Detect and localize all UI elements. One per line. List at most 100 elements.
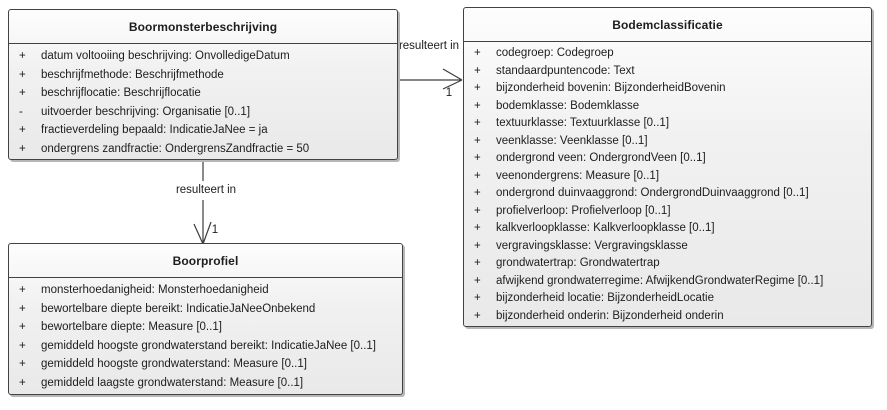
visibility-marker: + (474, 257, 481, 269)
attribute-text: ondergrond duinvaaggrond: OndergrondDuin… (496, 187, 809, 199)
attribute-text: beschrijfmethode: Beschrijfmethode (41, 68, 224, 81)
attribute-text: bijzonderheid bovenin: BijzonderheidBove… (496, 82, 726, 94)
attribute-row[interactable]: + bewortelbare diepte bereikt: Indicatie… (9, 300, 402, 319)
attribute-text: bodemklasse: Bodemklasse (496, 99, 640, 112)
visibility-marker: + (474, 47, 481, 59)
class-title: Boorprofiel (9, 244, 402, 278)
association-label: resulteert in (167, 181, 245, 200)
attribute-text: kalkverloopklasse: Kalkverloopklasse [0.… (496, 222, 715, 234)
visibility-marker: + (19, 358, 26, 370)
attribute-row[interactable]: + vergravingsklasse: Vergravingsklasse (464, 238, 871, 256)
visibility-marker: + (19, 376, 26, 389)
attribute-row[interactable]: + bijzonderheid locatie: BijzonderheidLo… (464, 290, 871, 308)
visibility-marker: + (19, 284, 26, 296)
visibility-marker: + (474, 82, 481, 94)
visibility-marker: + (19, 321, 26, 333)
attribute-row[interactable]: + gemiddeld hoogste grondwaterstand bere… (9, 337, 402, 356)
attribute-row[interactable]: + ondergrond veen: OndergrondVeen [0..1] (464, 150, 871, 168)
attribute-text: vergravingsklasse: Vergravingsklasse (496, 239, 688, 252)
visibility-marker: + (19, 50, 26, 62)
attribute-text: ondergrond veen: OndergrondVeen [0..1] (496, 152, 706, 164)
association-multiplicity: 1 (211, 224, 219, 236)
visibility-marker: + (474, 152, 481, 164)
attribute-text: gemiddeld laagste grondwaterstand: Measu… (41, 376, 304, 389)
visibility-marker: + (19, 302, 26, 315)
attribute-row[interactable]: + kalkverloopklasse: Kalkverloopklasse [… (464, 220, 871, 238)
visibility-marker: + (19, 339, 26, 352)
attribute-text: bijzonderheid onderin: Bijzonderheid ond… (496, 309, 724, 322)
attribute-text: beschrijflocatie: Beschrijflocatie (41, 87, 201, 99)
attribute-text: fractieverdeling bepaald: IndicatieJaNee… (41, 124, 268, 136)
attribute-row[interactable]: + ondergrond duinvaaggrond: OndergrondDu… (464, 185, 871, 203)
attribute-text: gemiddeld hoogste grondwaterstand bereik… (41, 339, 376, 352)
attribute-row[interactable]: + gemiddeld hoogste grondwaterstand: Mea… (9, 355, 402, 374)
attribute-row[interactable]: + veenklasse: Veenklasse [0..1] (464, 133, 871, 151)
class-box-boorprofiel[interactable]: Boorprofiel + monsterhoedanigheid: Monst… (8, 243, 403, 395)
association-label: resulteert in (398, 37, 460, 56)
visibility-marker: + (19, 124, 26, 136)
attribute-row[interactable]: - uitvoerder beschrijving: Organisatie [… (9, 103, 397, 122)
visibility-marker: + (474, 239, 481, 252)
attribute-row[interactable]: + bewortelbare diepte: Measure [0..1] (9, 318, 402, 337)
attribute-text: gemiddeld hoogste grondwaterstand: Measu… (41, 358, 307, 370)
visibility-marker: + (19, 68, 26, 81)
attribute-row[interactable]: + standaardpuntencode: Text (464, 63, 871, 81)
attribute-compartment: + monsterhoedanigheid: Monsterhoedanighe… (9, 278, 402, 392)
attribute-text: standaardpuntencode: Text (496, 64, 635, 77)
attribute-row[interactable]: + grondwatertrap: Grondwatertrap (464, 255, 871, 273)
visibility-marker: + (474, 99, 481, 112)
class-title: Bodemclassificatie (464, 8, 871, 42)
attribute-text: monsterhoedanigheid: Monsterhoedanigheid (41, 284, 269, 296)
attribute-row[interactable]: + bodemklasse: Bodemklasse (464, 98, 871, 116)
attribute-text: bijzonderheid locatie: BijzonderheidLoca… (496, 292, 715, 304)
visibility-marker: + (474, 204, 481, 217)
visibility-marker: + (474, 134, 481, 147)
attribute-row[interactable]: + datum voltooiing beschrijving: Onvolle… (9, 47, 397, 66)
attribute-text: bewortelbare diepte bereikt: IndicatieJa… (41, 302, 316, 315)
attribute-text: grondwatertrap: Grondwatertrap (496, 257, 660, 269)
attribute-text: ondergrens zandfractie: OndergrensZandfr… (41, 142, 310, 155)
visibility-marker: + (19, 87, 26, 99)
class-box-bodemclassificatie[interactable]: Bodemclassificatie + codegroep: Codegroe… (463, 7, 872, 327)
attribute-text: textuurklasse: Textuurklasse [0..1] (496, 117, 670, 129)
attribute-text: afwijkend grondwaterregime: AfwijkendGro… (496, 274, 824, 287)
attribute-row[interactable]: + bijzonderheid onderin: Bijzonderheid o… (464, 308, 871, 326)
association-multiplicity: 1 (445, 87, 453, 99)
attribute-row[interactable]: + ondergrens zandfractie: OndergrensZand… (9, 140, 397, 159)
attribute-text: veenklasse: Veenklasse [0..1] (496, 134, 648, 147)
attribute-row[interactable]: + textuurklasse: Textuurklasse [0..1] (464, 115, 871, 133)
attribute-row[interactable]: + gemiddeld laagste grondwaterstand: Mea… (9, 374, 402, 393)
attribute-compartment: + datum voltooiing beschrijving: Onvolle… (9, 44, 397, 158)
class-title: Boormonsterbeschrijving (9, 10, 397, 44)
attribute-row[interactable]: + veenondergrens: Measure [0..1] (464, 168, 871, 186)
attribute-row[interactable]: + beschrijflocatie: Beschrijflocatie (9, 84, 397, 103)
visibility-marker: - (19, 105, 23, 118)
attribute-row[interactable]: + profielverloop: Profielverloop [0..1] (464, 203, 871, 221)
visibility-marker: + (474, 292, 481, 304)
attribute-row[interactable]: + fractieverdeling bepaald: IndicatieJaN… (9, 121, 397, 140)
attribute-text: uitvoerder beschrijving: Organisatie [0.… (41, 105, 251, 118)
attribute-text: datum voltooiing beschrijving: Onvolledi… (41, 50, 290, 62)
attribute-text: codegroep: Codegroep (496, 47, 614, 59)
visibility-marker: + (474, 309, 481, 322)
attribute-compartment: + codegroep: Codegroep + standaardpunten… (464, 42, 871, 325)
attribute-row[interactable]: + monsterhoedanigheid: Monsterhoedanighe… (9, 281, 402, 300)
visibility-marker: + (474, 187, 481, 199)
visibility-marker: + (474, 64, 481, 77)
association-resulteert-in-boorprofiel[interactable] (193, 160, 212, 245)
attribute-row[interactable]: + beschrijfmethode: Beschrijfmethode (9, 66, 397, 85)
association-resulteert-in-bodemclassificatie[interactable] (398, 68, 463, 90)
attribute-row[interactable]: + codegroep: Codegroep (464, 45, 871, 63)
attribute-text: profielverloop: Profielverloop [0..1] (496, 204, 671, 217)
visibility-marker: + (474, 117, 481, 129)
visibility-marker: + (19, 142, 26, 155)
visibility-marker: + (474, 222, 481, 234)
attribute-text: veenondergrens: Measure [0..1] (496, 169, 660, 182)
visibility-marker: + (474, 169, 481, 182)
visibility-marker: + (474, 274, 481, 287)
class-box-boormonsterbeschrijving[interactable]: Boormonsterbeschrijving + datum voltooii… (8, 9, 398, 160)
attribute-row[interactable]: + bijzonderheid bovenin: BijzonderheidBo… (464, 80, 871, 98)
attribute-row[interactable]: + afwijkend grondwaterregime: AfwijkendG… (464, 273, 871, 291)
